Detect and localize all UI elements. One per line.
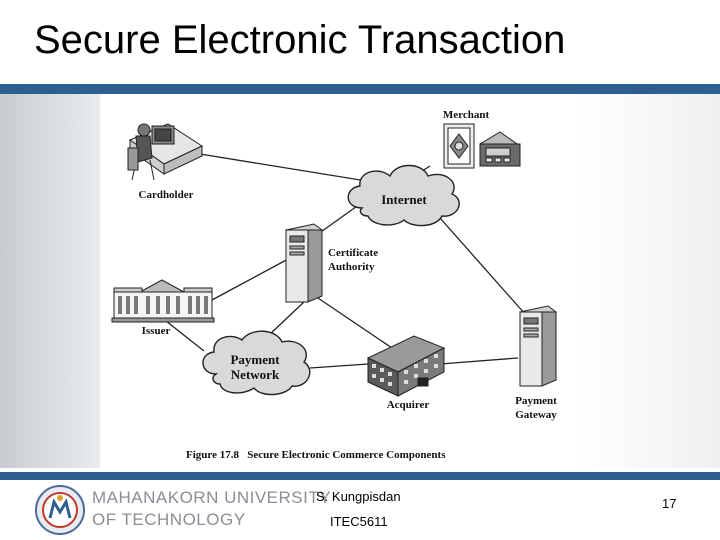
bottom-band	[0, 472, 720, 480]
ca-label-line2: Authority	[328, 261, 375, 273]
link-internet-gateway	[439, 217, 526, 315]
internet-label: Internet	[381, 192, 427, 207]
university-name-line1: MAHANAKORN UNIVERSITY	[92, 488, 332, 507]
payment-network-cloud-icon	[202, 330, 311, 396]
link-ca-issuer	[211, 257, 291, 301]
link-ca-payment-network	[267, 300, 306, 337]
university-name-line2: OF TECHNOLOGY	[92, 510, 246, 529]
merchant-store-icon	[443, 123, 521, 169]
issuer-label: Issuer	[142, 325, 171, 337]
gateway-label-line1: Payment	[515, 395, 557, 407]
link-issuer-payment-network	[165, 320, 205, 352]
top-band	[0, 84, 720, 94]
link-internet-ca	[317, 203, 361, 235]
course-code: ITEC5611	[330, 514, 388, 529]
link-cardholder-internet	[199, 153, 386, 185]
gateway-label-line2: Gateway	[515, 409, 557, 421]
link-acquirer-gateway	[439, 357, 519, 365]
link-network-acquirer	[309, 363, 369, 369]
payment-network-label-line2: Network	[231, 367, 280, 382]
author-name: S. Kungpisdan	[316, 489, 401, 504]
internet-cloud-icon	[347, 164, 460, 227]
page-number: 17	[662, 496, 677, 511]
slide-title: Secure Electronic Transaction	[34, 18, 566, 62]
left-side-panel	[0, 94, 100, 468]
figure-caption: Figure 17.8 Secure Electronic Commerce C…	[186, 449, 446, 461]
ecommerce-components-diagram: Cardholder Merchant Internet	[100, 96, 576, 466]
connection-lines	[165, 153, 526, 369]
acquirer-building-icon	[366, 335, 446, 397]
merchant-label: Merchant	[443, 109, 490, 121]
acquirer-label: Acquirer	[387, 399, 430, 411]
university-seal-logo	[35, 485, 85, 535]
issuer-bank-building-icon	[111, 279, 215, 323]
ca-label-line1: Certificate	[328, 247, 378, 259]
certificate-authority-server-icon	[284, 223, 324, 303]
link-ca-acquirer	[311, 293, 393, 349]
diagram-canvas: Cardholder Merchant Internet	[111, 109, 558, 461]
university-name: MAHANAKORN UNIVERSITY OF TECHNOLOGY	[92, 487, 331, 531]
payment-gateway-server-icon	[518, 305, 558, 387]
footer	[0, 480, 720, 540]
right-side-panel	[576, 94, 720, 468]
payment-network-label-line1: Payment	[230, 352, 280, 367]
cardholder-computer-icon	[127, 123, 204, 181]
cardholder-label: Cardholder	[139, 189, 194, 201]
